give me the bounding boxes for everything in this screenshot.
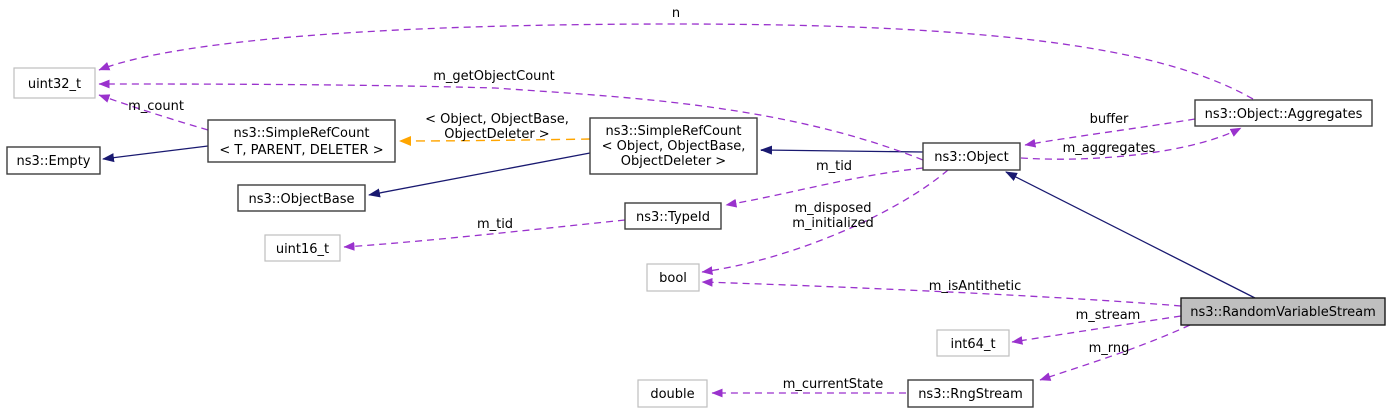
node-double: double: [637, 379, 708, 408]
node-ns3-object-aggregates[interactable]: ns3::Object::Aggregates: [1194, 99, 1373, 127]
edge-usage-m-tid-object: [725, 167, 924, 208]
edge-label-m-currentstate: m_currentState: [783, 377, 883, 392]
node-ns3-randomvariablestream: ns3::RandomVariableStream: [1180, 297, 1386, 326]
node-bool: bool: [646, 263, 700, 292]
edge-usage-m-rng: [1039, 324, 1191, 381]
node-ns3-object-aggregates-box[interactable]: [1194, 99, 1373, 127]
node-ns3-simplerefcount-t-line2: < T, PARENT, DELETER >: [219, 143, 383, 158]
node-uint32-t-label: uint32_t: [28, 77, 81, 92]
node-ns3-simplerefcount-object-line1: ns3::SimpleRefCount: [605, 124, 741, 139]
edge-label-n: n: [672, 6, 680, 21]
node-ns3-rngstream[interactable]: ns3::RngStream: [907, 379, 1034, 408]
edge-inherit-randomvariablestream-to-object: [1005, 171, 1256, 299]
edge-usage-m-aggregates: [1020, 127, 1242, 160]
edge-template-simplerefcountObj-to-simplerefcountT: [399, 135, 591, 146]
edge-label-m-tid-typeid: m_tid: [477, 217, 513, 232]
node-ns3-objectbase-box[interactable]: [237, 184, 366, 212]
node-ns3-typeid-box[interactable]: [624, 202, 722, 230]
node-double-label: double: [650, 387, 694, 402]
node-ns3-simplerefcount-object-box[interactable]: [589, 117, 758, 175]
node-ns3-typeid-label: ns3::TypeId: [636, 210, 710, 225]
edge-label-m-tid-object: m_tid: [816, 159, 852, 174]
edge-label-m-disposed: m_disposed: [794, 201, 871, 216]
node-ns3-object-aggregates-label: ns3::Object::Aggregates: [1205, 107, 1363, 122]
node-ns3-empty-label: ns3::Empty: [17, 154, 91, 169]
node-uint32-t-box: [13, 67, 96, 99]
node-ns3-empty[interactable]: ns3::Empty: [6, 146, 101, 175]
edge-label-layer: n m_getObjectCount m_count < Object, Obj…: [128, 6, 1156, 392]
node-ns3-object-label: ns3::Object: [934, 150, 1008, 165]
node-ns3-simplerefcount-object[interactable]: ns3::SimpleRefCount < Object, ObjectBase…: [589, 117, 758, 175]
node-uint16-t-box: [264, 234, 341, 262]
edge-label-m-aggregates: m_aggregates: [1063, 141, 1156, 156]
edge-usage-m-tid-typeid: [343, 219, 626, 251]
node-double-box: [637, 379, 708, 408]
node-int64-t-label: int64_t: [950, 337, 995, 352]
node-uint16-t: uint16_t: [264, 234, 341, 262]
node-ns3-typeid[interactable]: ns3::TypeId: [624, 202, 722, 230]
edge-inherit-object-to-simplerefcountObj: [760, 145, 924, 155]
edge-label-m-rng: m_rng: [1089, 341, 1130, 356]
edge-label-template-args-line2: ObjectDeleter >: [444, 127, 549, 142]
node-ns3-objectbase[interactable]: ns3::ObjectBase: [237, 184, 366, 212]
edge-label-m-stream: m_stream: [1076, 308, 1141, 323]
node-layer: uint32_t ns3::Empty ns3::SimpleRefCount …: [6, 67, 1386, 408]
edge-label-template-args-line1: < Object, ObjectBase,: [425, 112, 569, 127]
edge-usage-m-isantithetic: [701, 277, 1182, 307]
node-ns3-rngstream-box[interactable]: [907, 379, 1034, 408]
node-ns3-rngstream-label: ns3::RngStream: [918, 387, 1023, 402]
node-int64-t-box: [936, 329, 1010, 357]
node-ns3-object[interactable]: ns3::Object: [922, 142, 1021, 171]
node-ns3-objectbase-label: ns3::ObjectBase: [248, 192, 354, 207]
node-int64-t: int64_t: [936, 329, 1010, 357]
node-ns3-simplerefcount-object-line2: < Object, ObjectBase,: [602, 139, 746, 154]
node-ns3-simplerefcount-t-line1: ns3::SimpleRefCount: [233, 126, 369, 141]
edge-usage-m-disposed-initialized: [701, 169, 949, 275]
edge-label-buffer: buffer: [1090, 112, 1129, 127]
edge-label-m-getobjectcount: m_getObjectCount: [433, 69, 554, 84]
edge-inherit-simplerefcountObj-to-objectbase: [368, 152, 591, 198]
edge-usage-n: [98, 23, 1254, 100]
node-uint16-t-label: uint16_t: [276, 242, 329, 257]
node-ns3-simplerefcount-t-box[interactable]: [207, 119, 396, 163]
node-ns3-object-box[interactable]: [922, 142, 1021, 171]
node-bool-label: bool: [659, 271, 687, 286]
node-ns3-empty-box[interactable]: [6, 146, 101, 175]
edge-label-m-count: m_count: [128, 99, 184, 114]
node-bool-box: [646, 263, 700, 292]
node-ns3-simplerefcount-t[interactable]: ns3::SimpleRefCount < T, PARENT, DELETER…: [207, 119, 396, 163]
edge-usage-buffer: [1024, 118, 1196, 148]
edge-inherit-simplerefcountT-to-empty: [102, 145, 209, 163]
edge-usage-m-getobjectcount: [98, 79, 924, 161]
node-ns3-randomvariablestream-label: ns3::RandomVariableStream: [1190, 305, 1376, 320]
node-uint32-t: uint32_t: [13, 67, 96, 99]
node-ns3-simplerefcount-object-line3: ObjectDeleter >: [621, 154, 726, 169]
edge-usage-m-count: [98, 94, 209, 131]
edge-layer: [98, 23, 1256, 398]
edge-label-m-initialized: m_initialized: [792, 216, 874, 231]
edge-label-m-isantithetic: m_isAntithetic: [929, 279, 1022, 294]
node-ns3-randomvariablestream-box: [1180, 297, 1386, 326]
